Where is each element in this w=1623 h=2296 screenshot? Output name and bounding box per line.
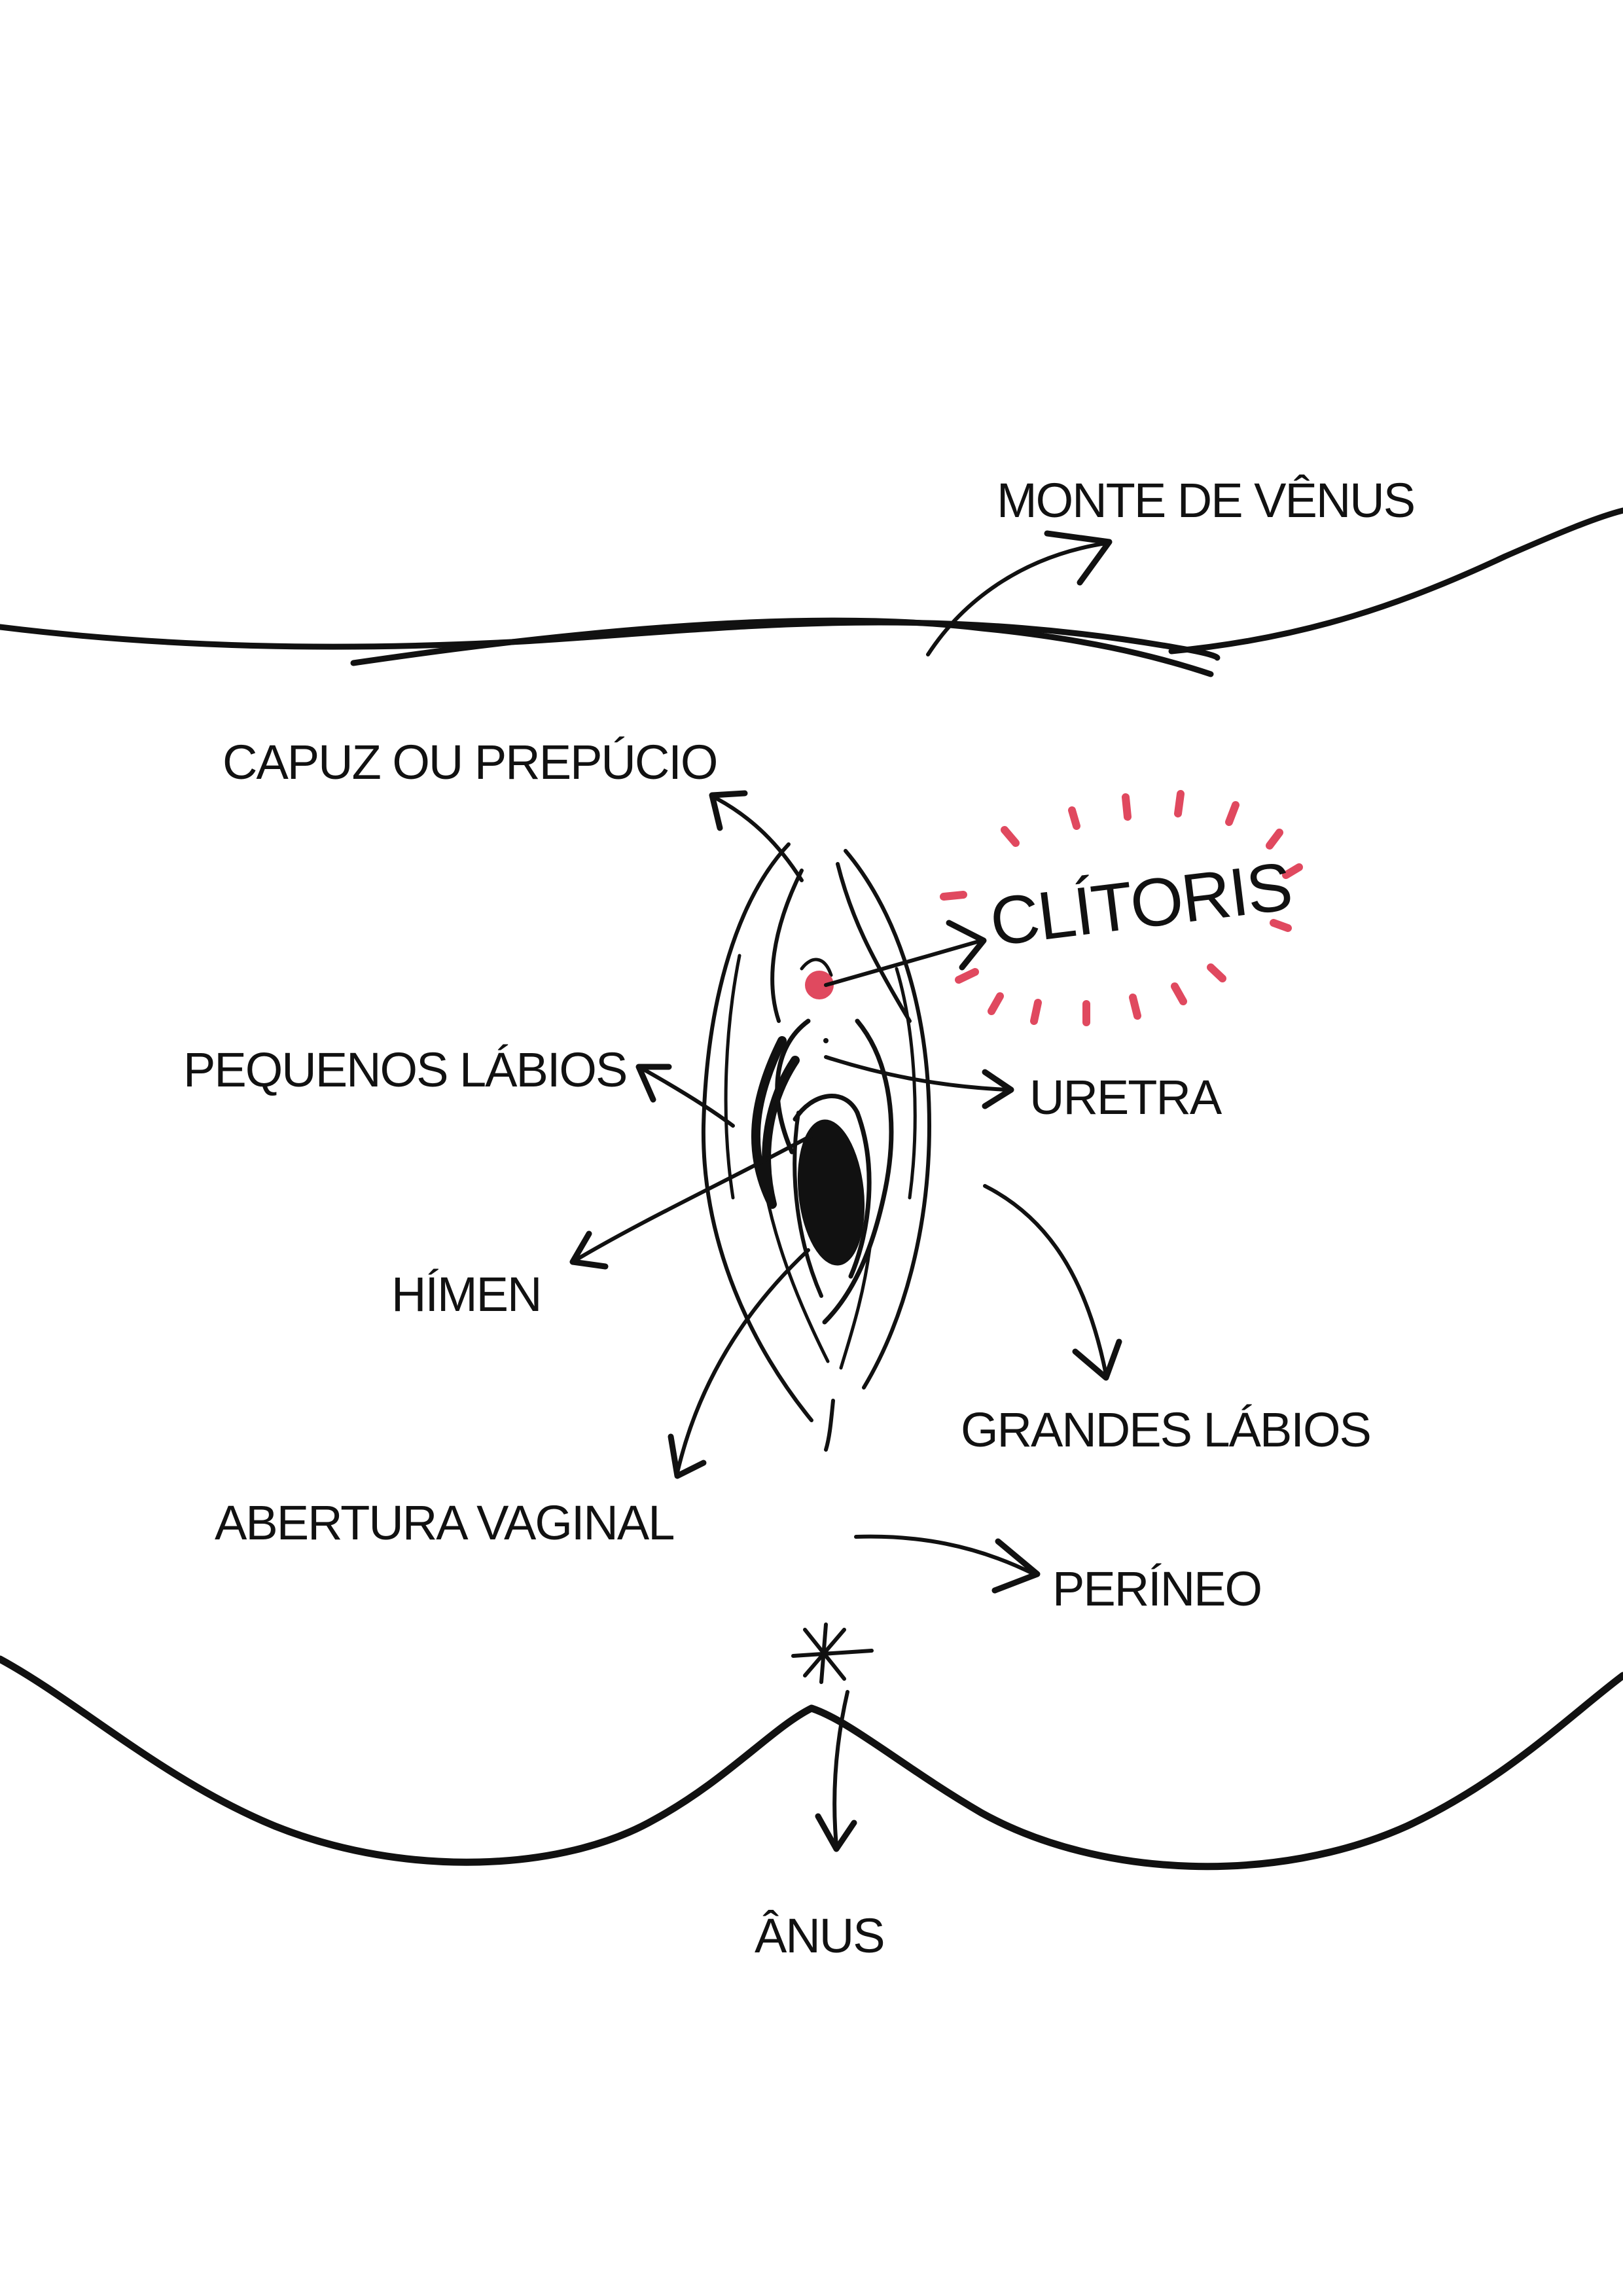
arrow-clitoris [824,920,987,987]
arrow-monte-de-venus [926,530,1113,656]
arrow-uretra [824,1055,1014,1109]
vulva-illustration [701,842,931,1452]
label-pequenos-labios: PEQUENOS LÁBIOS [183,1043,626,1097]
arrow-capuz [709,790,804,882]
arrow-perineo [854,1534,1041,1594]
label-uretra: URETRA [1029,1070,1222,1124]
label-capuz-ou-prepucio: CAPUZ OU PREPÚCIO [223,735,717,789]
vaginal-opening-shape [797,1119,865,1266]
label-abertura-vaginal: ABERTURA VAGINAL [215,1496,673,1550]
label-himen: HÍMEN [391,1267,541,1321]
upper-body-contour [0,507,1623,677]
label-clitoris: CLÍTORIS [986,848,1295,960]
arrows [569,530,1122,1852]
label-perineo: PERÍNEO [1052,1562,1261,1616]
label-monte-de-venus: MONTE DE VÊNUS [997,473,1414,528]
clitoris-dot [805,971,834,999]
clitoris-emphasis-rays [940,790,1303,1026]
arrow-grandes-labios [983,1184,1122,1381]
label-anus: ÂNUS [755,1909,884,1963]
arrow-pequenos-labios [635,1064,735,1128]
anus-star-icon [791,1623,874,1684]
labels: MONTE DE VÊNUS CAPUZ OU PREPÚCIO CLÍTORI… [183,473,1416,1963]
arrow-abertura-vaginal [668,1248,810,1479]
lower-body-contour [0,1655,1623,1871]
arrow-himen [569,1134,813,1270]
arrow-anus [815,1690,857,1852]
label-grandes-labios: GRANDES LÁBIOS [961,1403,1370,1457]
